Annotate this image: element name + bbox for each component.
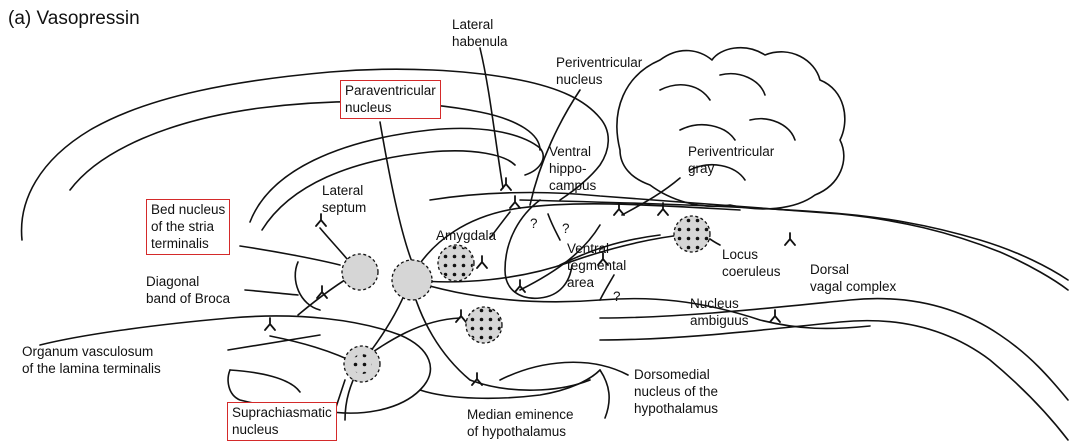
label-paraventricular-nucleus: Paraventricular nucleus: [340, 80, 441, 119]
cortex-inner: [70, 102, 540, 190]
label-ventral-hippocampus: Ventral hippo- campus: [549, 143, 596, 194]
label-periventricular-nucleus: Periventricular nucleus: [556, 54, 642, 88]
label-locus-coeruleus: Locus coeruleus: [722, 246, 781, 280]
label-diagonal-band: Diagonal band of Broca: [146, 273, 230, 307]
paraventricular-circle: [392, 260, 432, 300]
diagram-title: (a) Vasopressin: [8, 8, 140, 30]
question-mark-1: ?: [530, 215, 538, 232]
label-nucleus-ambiguus: Nucleus ambiguus: [690, 295, 749, 329]
label-lateral-habenula: Lateral habenula: [452, 16, 508, 50]
label-suprachiasmatic-nucleus: Suprachiasmatic nucleus: [227, 402, 337, 441]
cerebellum: [617, 48, 845, 209]
label-ventral-tegmental-area: Ventral tegmental area: [567, 240, 626, 291]
label-amygdala: Amygdala: [436, 227, 496, 244]
bed-nucleus-circle: [342, 254, 378, 290]
tract-5: [410, 280, 590, 390]
label-bed-nucleus: Bed nucleus of the stria terminalis: [146, 199, 230, 255]
label-dorsomedial-nucleus: Dorsomedial nucleus of the hypothalamus: [634, 366, 718, 417]
tract-8: [295, 262, 320, 310]
question-mark-2: ?: [562, 220, 570, 237]
label-organum-vasculosum: Organum vasculosum of the lamina termina…: [22, 343, 161, 377]
label-dorsal-vagal-complex: Dorsal vagal complex: [810, 261, 896, 295]
label-median-eminence: Median eminence of hypothalamus: [467, 406, 574, 440]
label-lateral-septum: Lateral septum: [322, 182, 366, 216]
label-periventricular-gray: Periventricular gray: [688, 143, 774, 177]
